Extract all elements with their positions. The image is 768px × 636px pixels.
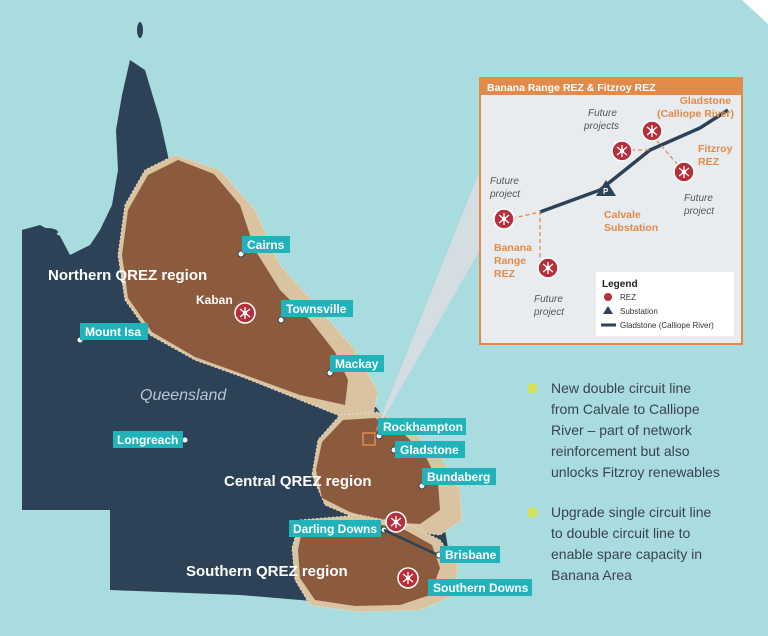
city-label-bg [440,546,500,563]
city-label-bg [428,579,532,596]
inset-label-future-project-bottom: Future project [533,294,566,318]
city-label-bg [242,236,290,253]
note-1: New double circuit line from Calvale to … [551,380,720,480]
inset-label-calvale: Calvale Substation [604,209,658,234]
island [34,228,58,236]
dashed-connection [504,211,548,269]
legend-title: Legend [602,279,638,290]
city-label-southern-downs: Southern Downs [433,581,529,595]
inset-label-gladstone: Gladstone (Calliope River) [657,95,734,120]
rez-icon [397,567,419,589]
city-label-darling-downs: Darling Downs [293,522,377,536]
rez-icon [673,161,695,183]
city-label-bg [395,441,465,458]
inset-panel: Banana Range REZ & Fitzroy REZ P Gladsto… [479,77,743,345]
region-label-central: Central QREZ region [224,473,372,490]
city-label-bg [378,418,466,435]
city-label-bg [422,468,496,485]
rez-icon [493,208,515,230]
city-label-bg [113,431,183,448]
rez-label-kaban: Kaban [196,293,233,307]
city-label-bg [330,355,384,372]
inset-focus-box [362,432,376,446]
city-label-bundaberg: Bundaberg [427,470,490,484]
legend-item-line: Gladstone (Calliope River) [620,321,714,330]
substation-icon [596,180,616,196]
rez-icon [537,257,559,279]
city-dot-icon [277,316,285,324]
inset-label-fitzroy: Fitzroy REZ [698,143,735,168]
city-label-brisbane: Brisbane [445,548,497,562]
note-2: Upgrade single circuit line to double ci… [551,504,715,583]
inset-title-bar [481,79,741,95]
inset-label-future-project-right: Future project [683,193,716,217]
city-label-bg [289,520,381,537]
bullet-icon [528,384,537,393]
rez-icon [234,302,256,324]
inset-label-future-project-left: Future project [489,176,522,200]
rez-icon [611,140,633,162]
rez-icon [604,293,612,301]
substation-marker-label: P [603,187,609,196]
city-label-mackay: Mackay [335,357,379,371]
transmission-line [539,108,729,214]
region-label-southern: Southern QREZ region [186,563,348,580]
legend-box [596,272,734,336]
city-label-gladstone: Gladstone [400,443,459,457]
substation-icon [603,306,613,314]
rez-icon [385,511,407,533]
city-label-cairns: Cairns [247,238,285,252]
northern-region [122,160,348,405]
region-label-northern: Northern QREZ region [48,267,207,284]
inset-label-banana-range: Banana Range REZ [494,242,535,280]
inset-title: Banana Range REZ & Fitzroy REZ [487,82,656,94]
inset-callout-beam [375,170,480,433]
city-label-bg [80,323,148,340]
inset-legend: Legend REZ Substation Gladstone (Calliop… [596,272,734,336]
city-label-bg [281,300,353,317]
legend-item-rez: REZ [620,293,636,302]
city-label-townsville: Townsville [286,302,347,316]
legend-item-substation: Substation [620,307,658,316]
state-label: Queensland [140,387,227,404]
dashed-connection [651,134,685,173]
city-label-longreach: Longreach [117,433,178,447]
city-label-rockhampton: Rockhampton [383,420,463,434]
city-label-mount-isa: Mount Isa [85,325,141,339]
inset-label-future-projects: Future projects [583,108,620,132]
island [137,22,143,38]
bullet-icon [528,508,537,517]
brisbane-connector-line [383,528,439,557]
rez-icon [641,120,663,142]
